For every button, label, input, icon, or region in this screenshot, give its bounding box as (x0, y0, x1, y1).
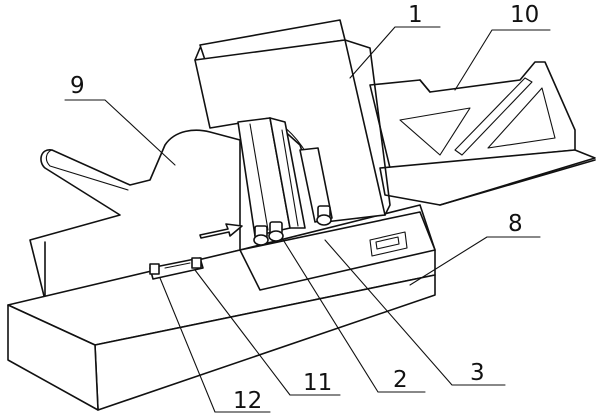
part-labels: 1 10 9 8 3 2 11 12 (70, 2, 539, 414)
part-11-12-latch (149, 257, 204, 280)
label-9: 9 (70, 73, 85, 99)
latch-knob-left (149, 263, 160, 275)
label-3: 3 (470, 360, 485, 386)
latch-knob-right (191, 257, 202, 269)
label-1: 1 (408, 2, 423, 28)
label-8: 8 (508, 211, 523, 237)
part-10-rear-frame (369, 61, 596, 206)
roller-left (253, 225, 269, 246)
part-9-input-guide (29, 129, 241, 301)
label-11: 11 (303, 370, 332, 396)
roller-middle (268, 221, 284, 242)
part-8-base-housing (7, 204, 436, 411)
rollers (253, 205, 332, 246)
part-2-3-vertical-plates (237, 117, 333, 237)
label-10: 10 (510, 2, 539, 28)
feed-direction-arrow (199, 223, 243, 239)
label-2: 2 (393, 367, 408, 393)
roller-right (316, 205, 332, 226)
leader-lines (64, 26, 551, 413)
label-12: 12 (233, 388, 262, 414)
